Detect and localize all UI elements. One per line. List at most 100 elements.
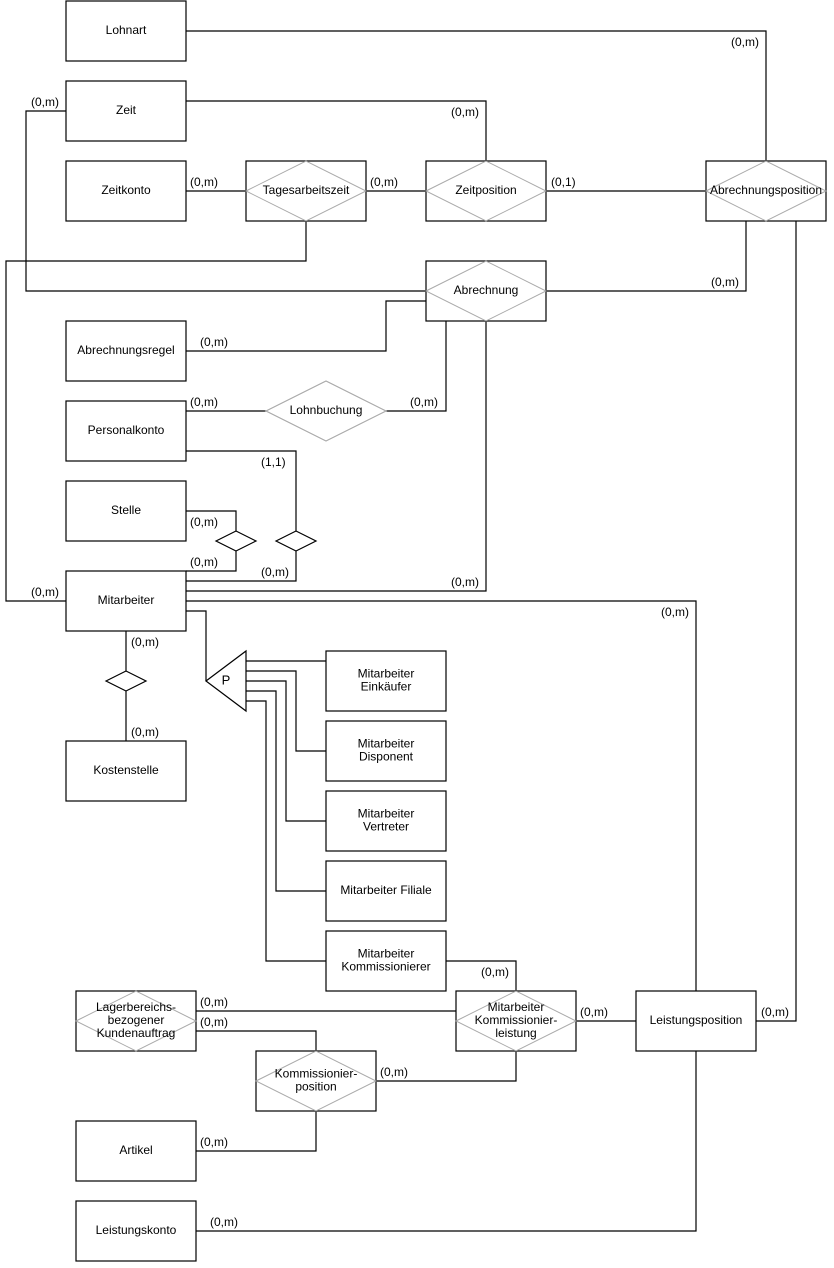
entity-label: Zeitposition: [455, 183, 516, 197]
line-personalkonto-diamond: [186, 450, 297, 531]
specialization-label: P: [222, 672, 231, 687]
line-kommissionierer-leistung: [446, 960, 517, 991]
card-artikel-kommpos: (0,m): [200, 1135, 228, 1149]
line-artikel-kommpos: [196, 1111, 317, 1152]
entity-abrechnungsposition: Abrechnungsposition: [704, 160, 828, 222]
lohnbuchung-label: Lohnbuchung: [290, 403, 363, 417]
line-abrechnung-abrechnungsposition: [546, 221, 747, 292]
entity-label: Kommissionierer: [341, 960, 430, 974]
line-diamond-mitarbeiter-a: [186, 551, 237, 572]
card-mitarbeiter-abrechnung: (0,m): [451, 575, 479, 589]
entity-zeitposition: Zeitposition: [424, 160, 548, 222]
card-mitarbeiter-personal-diamond: (0,m): [261, 565, 289, 579]
entity-abrechnung: Abrechnung: [424, 260, 548, 322]
entity-zeit: Zeit: [65, 80, 187, 142]
line-zeit-zeitposition: [186, 100, 487, 161]
card-leistung-leistungsposition: (0,m): [580, 1005, 608, 1019]
entity-label: Kommissionier-: [275, 1067, 358, 1081]
entity-label: Lohnart: [106, 23, 147, 37]
line-mitarbeiter-specialization: [186, 610, 207, 681]
line-mitarbeiter-leistungsposition: [186, 600, 697, 991]
entity-label: Mitarbeiter: [358, 947, 415, 961]
entity-label: Personalkonto: [88, 423, 165, 437]
personalkonto-mitarbeiter-diamond: [274, 530, 318, 552]
entity-label: Kostenstelle: [93, 763, 159, 777]
entity-label: Vertreter: [363, 820, 409, 834]
card-kommpos-leistung: (0,m): [380, 1065, 408, 1079]
line-kommpos-leistung: [376, 1051, 517, 1082]
card-mitarbeiter-left: (0,m): [31, 585, 59, 599]
cardinality-labels: (0,m) (0,m) (0,m) (0,m) (0,m) (0,1) (0,m…: [31, 35, 789, 1229]
lohnbuchung-relationship: Lohnbuchung: [264, 380, 388, 442]
card-lohnbuchung-abrechnung: (0,m): [410, 395, 438, 409]
entity-label: Mitarbeiter: [358, 807, 415, 821]
entity-leistungskonto: Leistungskonto: [75, 1200, 197, 1262]
entity-artikel: Artikel: [75, 1120, 197, 1182]
line-spec-disponent: [246, 670, 326, 752]
card-abrechnungsregel: (0,m): [200, 335, 228, 349]
entity-label: Kundenauftrag: [97, 1026, 176, 1040]
card-lohnart-abrechnungsposition: (0,m): [731, 35, 759, 49]
entity-kostenstelle: Kostenstelle: [65, 740, 187, 802]
entity-label: Leistungskonto: [96, 1223, 177, 1237]
line-lohnbuchung-abrechnung: [386, 321, 447, 412]
card-zeit-mitarbeiter: (0,m): [31, 95, 59, 109]
entity-kommissionierposition: Kommissionier-position: [254, 1050, 378, 1112]
card-zeit-zeitposition: (0,m): [451, 105, 479, 119]
entity-label: bezogener: [108, 1013, 165, 1027]
line-stelle-diamond: [186, 510, 237, 531]
entity-tagesarbeitszeit: Tagesarbeitszeit: [244, 160, 368, 222]
entity-label: Abrechnungsregel: [77, 343, 174, 357]
entity-label: Mitarbeiter: [358, 737, 415, 751]
entity-label: Mitarbeiter: [488, 1000, 545, 1014]
entity-label: Abrechnungsposition: [710, 183, 822, 197]
entity-label: Abrechnung: [454, 283, 519, 297]
entity-label: Artikel: [119, 1143, 152, 1157]
card-kostenstelle: (0,m): [131, 725, 159, 739]
line-spec-kommissionierer: [246, 700, 326, 962]
card-mitarbeiter-stelle-diamond: (0,m): [190, 555, 218, 569]
entity-leistungsposition: Leistungsposition: [635, 990, 757, 1052]
card-zeitkonto-tagesarbeitszeit: (0,m): [190, 175, 218, 189]
card-lager-kommpos: (0,m): [200, 1015, 228, 1029]
entity-label: Zeitkonto: [101, 183, 151, 197]
line-abrechnungsregel-abrechnung: [186, 300, 426, 352]
entity-label: Einkäufer: [361, 680, 412, 694]
entity-zeitkonto: Zeitkonto: [65, 160, 187, 222]
entity-label: Mitarbeiter: [358, 667, 415, 681]
line-mitarbeiter-abrechnung: [186, 321, 487, 592]
card-stelle-diamond: (0,m): [190, 515, 218, 529]
entity-stelle: Stelle: [65, 480, 187, 542]
card-tagesarbeitszeit-zeitposition: (0,m): [370, 175, 398, 189]
card-abrechnungsposition-leistungsposition: (0,m): [761, 1005, 789, 1019]
line-leistungskonto-leistungsposition: [196, 1051, 697, 1232]
line-tagesarbeitszeit-mitarbeiter: [5, 221, 307, 602]
card-mitarbeiter-kostenstelle: (0,m): [131, 635, 159, 649]
line-spec-vertreter: [246, 680, 326, 822]
entity-ma-filiale: Mitarbeiter Filiale: [325, 860, 447, 922]
entity-personalkonto: Personalkonto: [65, 400, 187, 462]
line-abrechnungsposition-leistungsposition: [756, 221, 797, 1022]
entity-label: Stelle: [111, 503, 141, 517]
line-diamond-mitarbeiter-b: [186, 551, 297, 582]
line-zeit-abrechnung: [25, 110, 426, 292]
entity-label: Lagerbereichs-: [96, 1000, 176, 1014]
connector-lines: [5, 30, 797, 1232]
entity-lohnart: Lohnart: [65, 0, 187, 62]
entity-label: position: [295, 1080, 336, 1094]
entity-label: Zeit: [116, 103, 137, 117]
entity-label: Mitarbeiter: [98, 593, 155, 607]
entity-mitarbeiter: Mitarbeiter: [65, 570, 187, 632]
card-mitarbeiter-leistungsposition: (0,m): [661, 605, 689, 619]
entity-label: Tagesarbeitszeit: [263, 183, 350, 197]
entity-label: Disponent: [359, 750, 414, 764]
mitarbeiter-kostenstelle-diamond: [104, 670, 148, 692]
